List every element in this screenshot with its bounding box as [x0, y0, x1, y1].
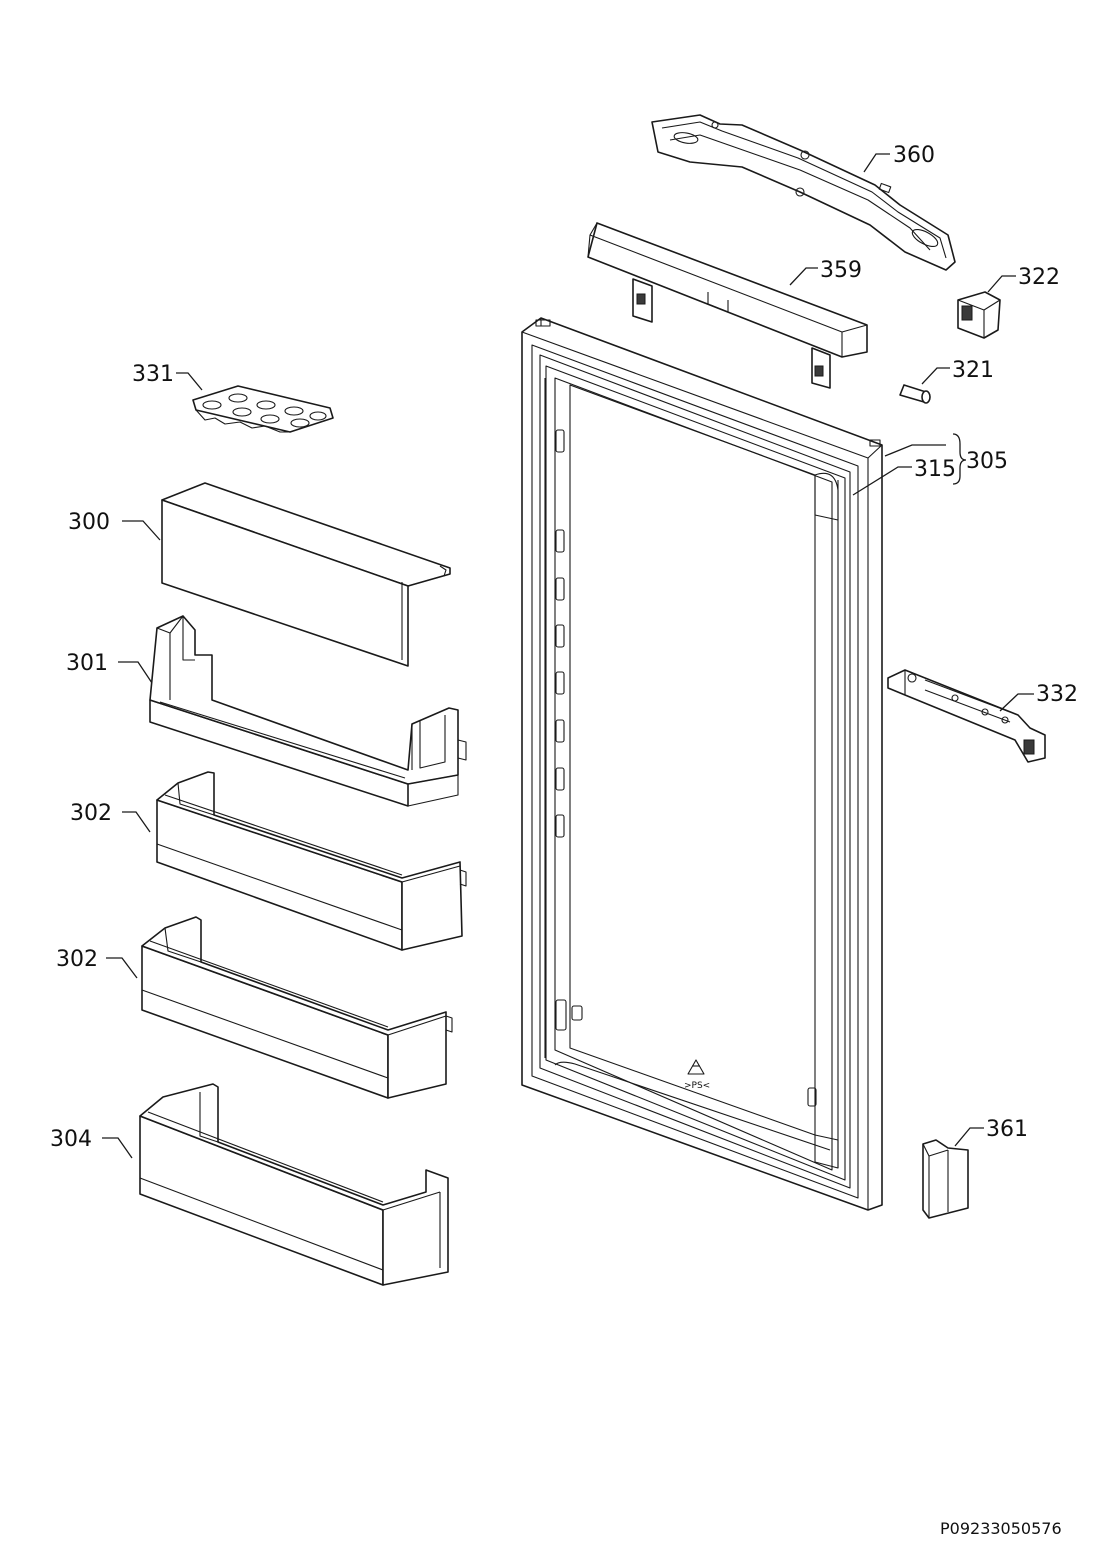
- callout-304: 304: [50, 1127, 92, 1152]
- callout-321: 321: [952, 358, 994, 383]
- leader-300: [122, 520, 161, 541]
- callout-305: 305: [966, 449, 1008, 474]
- callout-302a: 302: [70, 801, 112, 826]
- callout-331: 331: [132, 362, 174, 387]
- callout-300: 300: [68, 510, 110, 535]
- part-301-balcony: [149, 615, 467, 807]
- part-300-balcony-lid: [161, 482, 451, 667]
- leader-301: [118, 661, 153, 684]
- part-332-hinge-bar: [887, 669, 1046, 763]
- callout-322: 322: [1018, 265, 1060, 290]
- part-361-end-cap: [922, 1139, 969, 1219]
- leader-361: [954, 1127, 984, 1147]
- leader-305: [884, 444, 946, 457]
- part-322-hinge-cap: [957, 291, 1001, 339]
- part-302-shelf-upper: [156, 771, 467, 951]
- leader-304: [102, 1137, 133, 1159]
- leader-331: [176, 372, 203, 391]
- leader-302b: [106, 957, 138, 979]
- brace-305: [952, 433, 967, 485]
- document-id: P09233050576: [940, 1519, 1062, 1538]
- callout-360: 360: [893, 143, 935, 168]
- part-305-door: >PS<: [521, 317, 883, 1211]
- part-321-pin: [899, 384, 931, 404]
- leader-359: [789, 267, 818, 286]
- callout-332: 332: [1036, 682, 1078, 707]
- part-304-shelf-large: [139, 1083, 449, 1286]
- callout-302b: 302: [56, 947, 98, 972]
- recycle-mark: >PS<: [684, 1081, 710, 1091]
- callout-315: 315: [914, 457, 956, 482]
- part-302-shelf-lower: [141, 916, 453, 1099]
- leader-302a: [122, 811, 151, 833]
- leader-315: [852, 466, 912, 496]
- leader-360: [863, 153, 890, 173]
- callout-359: 359: [820, 258, 862, 283]
- part-331-egg-tray: [192, 385, 334, 433]
- callout-361: 361: [986, 1117, 1028, 1142]
- callout-301: 301: [66, 651, 108, 676]
- part-359-top-cover: [587, 222, 868, 389]
- leader-332: [999, 693, 1034, 712]
- leader-321: [921, 367, 950, 385]
- leader-322: [987, 275, 1016, 293]
- part-360-bracket: [651, 114, 956, 271]
